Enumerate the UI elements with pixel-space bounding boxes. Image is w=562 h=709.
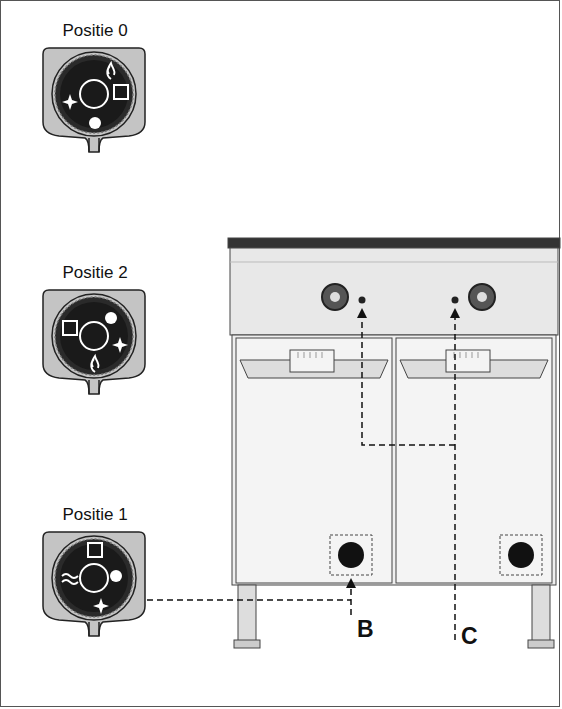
- position-label: Positie 1: [62, 506, 127, 525]
- position-label: Positie 0: [62, 22, 127, 41]
- position-label: Positie 2: [62, 264, 127, 283]
- callout-letter: B: [355, 617, 376, 642]
- callout-letter: C: [459, 624, 480, 649]
